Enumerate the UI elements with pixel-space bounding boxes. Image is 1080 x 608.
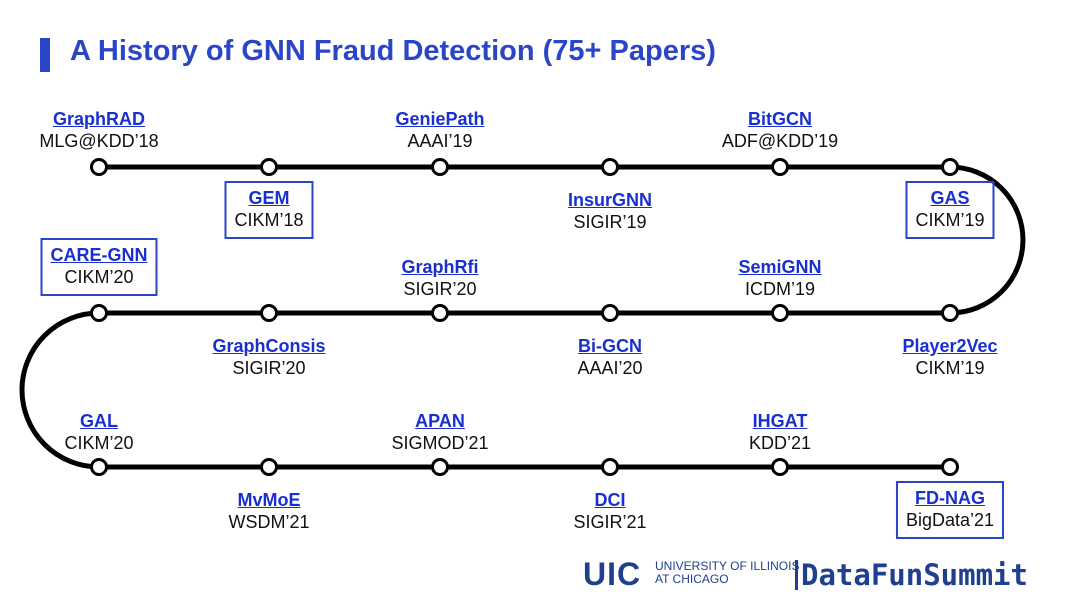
timeline-node-bi-gcn: [601, 304, 619, 322]
paper-name-link[interactable]: FD-NAG: [915, 488, 985, 508]
timeline-node-bitgcn: [771, 158, 789, 176]
footer-divider: [795, 560, 798, 590]
timeline-node-player2vec: [941, 304, 959, 322]
paper-venue: BigData’21: [905, 510, 995, 530]
paper-name-link[interactable]: SemiGNN: [738, 257, 822, 277]
timeline-node-gal: [90, 458, 108, 476]
paper-venue: MLG@KDD’18: [39, 131, 159, 151]
timeline-node-fd-nag: [941, 458, 959, 476]
paper-name-link[interactable]: GEM: [248, 188, 290, 208]
timeline-node-gas: [941, 158, 959, 176]
paper-name-link[interactable]: Player2Vec: [902, 336, 998, 356]
paper-venue: ADF@KDD’19: [721, 131, 839, 151]
timeline-node-gem: [260, 158, 278, 176]
paper-name-link[interactable]: GAL: [80, 411, 118, 431]
timeline-node-care-gnn: [90, 304, 108, 322]
paper-venue: AAAI’19: [407, 131, 473, 151]
timeline-node-mvmoe: [260, 458, 278, 476]
timeline-node-graphrad: [90, 158, 108, 176]
paper-venue: CIKM’18: [234, 210, 304, 230]
university-line-1: UNIVERSITY OF ILLINOIS: [655, 559, 800, 573]
timeline-node-apan: [431, 458, 449, 476]
timeline-node-semignn: [771, 304, 789, 322]
paper-name-link[interactable]: InsurGNN: [567, 190, 653, 210]
title-accent-bar: [40, 38, 50, 72]
paper-name-link[interactable]: Bi-GCN: [577, 336, 642, 356]
paper-venue: CIKM’19: [915, 358, 985, 378]
paper-venue: CIKM’20: [64, 267, 134, 287]
timeline-node-graphconsis: [260, 304, 278, 322]
timeline-node-geniepath: [431, 158, 449, 176]
paper-venue: SIGIR’19: [573, 212, 647, 232]
paper-name-link[interactable]: GraphRfi: [401, 257, 479, 277]
paper-name-link[interactable]: GraphConsis: [212, 336, 326, 356]
timeline-node-graphrfi: [431, 304, 449, 322]
paper-venue: SIGIR’20: [403, 279, 477, 299]
timeline-path: [19, 164, 1026, 470]
paper-name-link[interactable]: CARE-GNN: [50, 245, 148, 265]
paper-venue: SIGIR’20: [232, 358, 306, 378]
datafun-summit-logo: DataFunSummit: [801, 558, 1028, 592]
uic-university-text: UNIVERSITY OF ILLINOIS AT CHICAGO: [655, 560, 799, 586]
paper-venue: CIKM’20: [64, 433, 134, 453]
timeline-node-insurgnn: [601, 158, 619, 176]
timeline-node-ihgat: [771, 458, 789, 476]
paper-name-link[interactable]: BitGCN: [747, 109, 812, 129]
paper-name-link[interactable]: MvMoE: [237, 490, 301, 510]
timeline-node-dci: [601, 458, 619, 476]
paper-name-link[interactable]: GraphRAD: [52, 109, 145, 129]
timeline-nodes: [90, 158, 959, 476]
paper-venue: KDD’21: [748, 433, 812, 453]
paper-venue: WSDM’21: [228, 512, 310, 532]
university-line-2: AT CHICAGO: [655, 572, 729, 586]
paper-name-link[interactable]: APAN: [415, 411, 465, 431]
paper-name-link[interactable]: DCI: [594, 490, 626, 510]
paper-name-link[interactable]: IHGAT: [752, 411, 808, 431]
paper-venue: ICDM’19: [744, 279, 815, 299]
paper-venue: SIGIR’21: [573, 512, 647, 532]
paper-venue: AAAI’20: [577, 358, 643, 378]
page-title: A History of GNN Fraud Detection (75+ Pa…: [70, 35, 716, 67]
paper-name-link[interactable]: GAS: [930, 188, 970, 208]
paper-venue: CIKM’19: [915, 210, 985, 230]
paper-name-link[interactable]: GeniePath: [395, 109, 485, 129]
uic-logo: UIC: [583, 556, 642, 592]
paper-venue: SIGMOD’21: [391, 433, 489, 453]
